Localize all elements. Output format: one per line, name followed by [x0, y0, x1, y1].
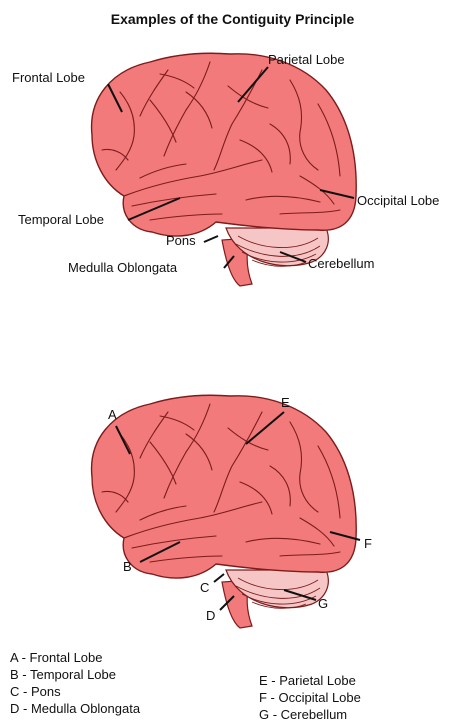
legend-item-d: D - Medulla Oblongata [10, 700, 140, 717]
legend-left: A - Frontal Lobe B - Temporal Lobe C - P… [10, 649, 140, 717]
leader-pons [204, 236, 218, 242]
label-cerebellum: Cerebellum [308, 256, 374, 271]
label-temporal-lobe: Temporal Lobe [18, 212, 104, 227]
bottom-brain-figure [92, 395, 357, 628]
legend-item-c: C - Pons [10, 683, 140, 700]
label-frontal-lobe: Frontal Lobe [12, 70, 85, 85]
leader-c [214, 574, 224, 582]
label-occipital-lobe: Occipital Lobe [357, 193, 439, 208]
legend-item-f: F - Occipital Lobe [259, 689, 361, 706]
label-medulla-oblongata: Medulla Oblongata [68, 260, 178, 275]
label-a: A [108, 407, 117, 422]
legend-item-b: B - Temporal Lobe [10, 666, 140, 683]
legend-item-a: A - Frontal Lobe [10, 649, 140, 666]
label-pons: Pons [166, 233, 196, 248]
legend-item-g: G - Cerebellum [259, 706, 361, 723]
label-parietal-lobe: Parietal Lobe [268, 52, 345, 67]
legend-item-e: E - Parietal Lobe [259, 672, 361, 689]
label-e: E [281, 395, 290, 410]
top-brain-figure [92, 53, 357, 286]
label-f: F [364, 536, 372, 551]
label-c: C [200, 580, 209, 595]
legend-right: E - Parietal Lobe F - Occipital Lobe G -… [259, 672, 361, 723]
label-g: G [318, 596, 328, 611]
label-b: B [123, 559, 132, 574]
label-d: D [206, 608, 215, 623]
